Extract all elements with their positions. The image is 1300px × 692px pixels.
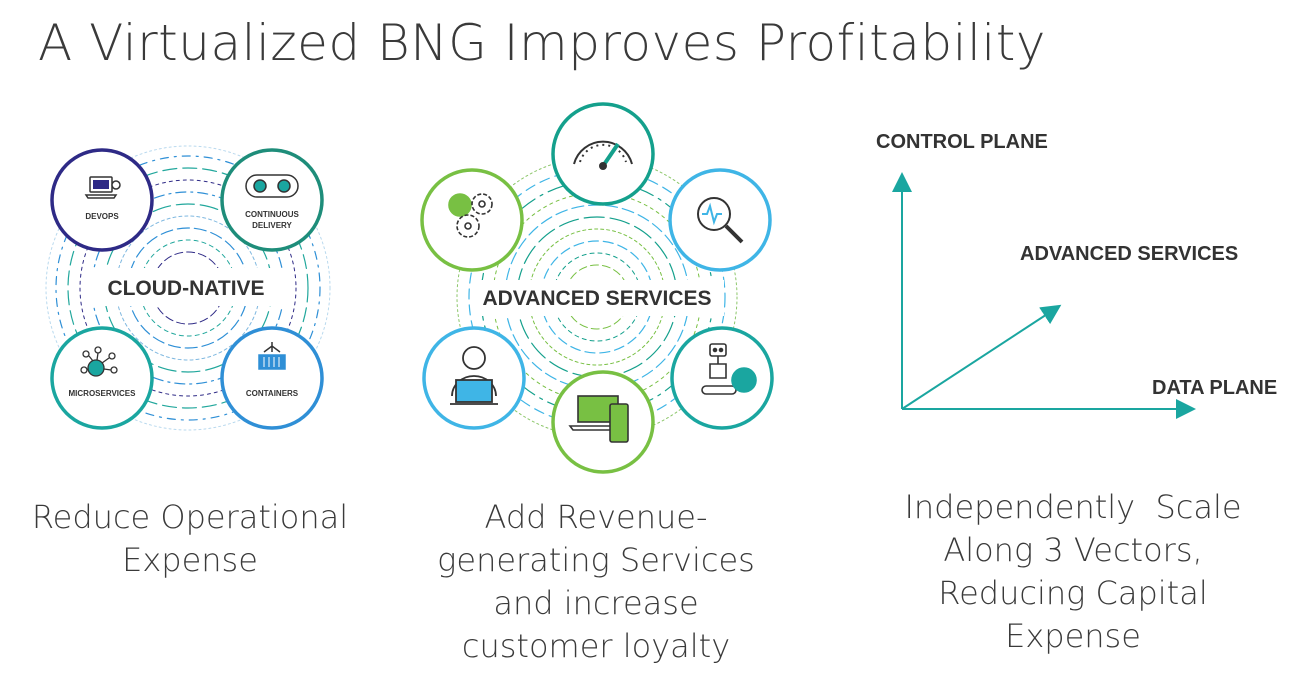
devices-node [551,370,655,474]
svg-text:MICROSERVICES: MICROSERVICES [69,389,137,398]
network-nodes-icon [80,346,118,377]
svg-text:CONTINUOUS: CONTINUOUS [245,210,299,219]
svg-text:CONTAINERS: CONTAINERS [246,389,299,398]
devices-icon [568,395,629,443]
gears-icon [245,174,299,198]
speedometer-icon [573,140,633,170]
data-plane-label: DATA PLANE [1152,377,1277,399]
gears-icon [448,193,493,238]
microservices-node: MICROSERVICES [50,326,154,430]
magnifier-node [668,168,772,272]
devops-node: DEVOPS [50,148,154,252]
robot-icon [701,343,757,395]
robot-node [670,326,774,430]
control-plane-label: CONTROL PLANE [876,131,1048,153]
caption-scale-vectors: Independently Scale Along 3 Vectors, Red… [904,488,1242,655]
gears-node [420,168,524,272]
scale-vectors-diagram: CONTROL PLANE ADVANCED SERVICES DATA PLA… [876,131,1277,419]
cloud-native-diagram: CLOUD-NATIVE DEVOPS CONTINUOUS DELIVERY [45,145,331,431]
speedometer-node [551,102,655,206]
user-laptop-icon [450,346,498,405]
advanced-services-axis-label: ADVANCED SERVICES [1020,243,1238,265]
containers-node: CONTAINERS [220,326,324,430]
advanced-services-axis [901,304,1062,410]
page-title: A Virtualized BNG Improves Profitability [38,14,1046,72]
svg-text:DELIVERY: DELIVERY [252,221,292,230]
caption-operational-expense: Reduce Operational Expense [31,498,349,579]
user-laptop-node [422,326,526,430]
container-crane-icon [258,342,286,370]
continuous-delivery-node: CONTINUOUS DELIVERY [220,148,324,252]
caption-revenue-services: Add Revenue- generating Services and inc… [437,498,755,665]
advanced-services-label: ADVANCED SERVICES [482,287,711,310]
advanced-services-diagram: ADVANCED SERVICES [420,102,774,474]
svg-text:DEVOPS: DEVOPS [85,212,119,221]
laptop-code-icon [84,176,121,199]
cloud-native-label: CLOUD-NATIVE [107,277,264,300]
magnifier-signal-icon [697,197,744,244]
